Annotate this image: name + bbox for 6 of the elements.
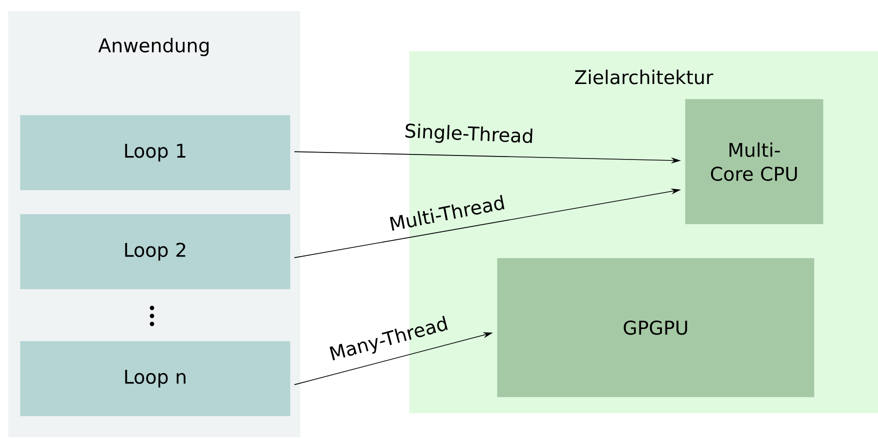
processor-box: GPGPU	[497, 258, 814, 398]
processor-box: Multi-Core CPU	[685, 99, 824, 224]
loop-box: Loop 2	[20, 214, 290, 290]
edge-label: Single-Thread	[405, 124, 532, 143]
loop-box: Loop n	[20, 341, 290, 416]
loop-box: Loop 1	[20, 115, 290, 190]
